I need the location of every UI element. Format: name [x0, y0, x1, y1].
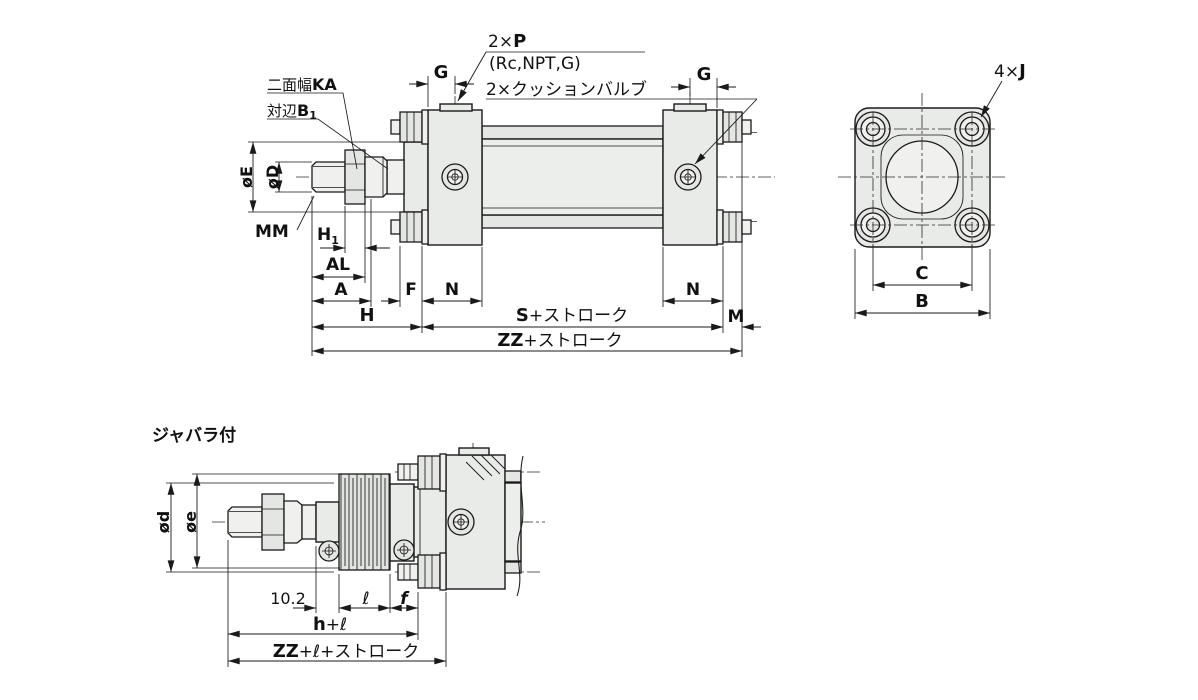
bellows-port-boss — [458, 447, 490, 456]
leader-port-arrow — [457, 51, 487, 102]
tie-rod-nut-left-bottom — [399, 211, 423, 243]
bellows-small-collar — [315, 501, 340, 543]
tie-rod-stud-left-bottom — [390, 219, 401, 235]
dim-al-label: AL — [326, 255, 350, 275]
tie-rod-stud-right-top — [741, 119, 752, 135]
break-line — [516, 455, 524, 597]
bellows-rod-thread-lines — [229, 511, 262, 533]
callout-cushion-label: 2×クッションバルブ — [486, 79, 647, 100]
bellows-cushion-valve — [447, 508, 475, 536]
bellows-nut-top — [417, 455, 441, 490]
section-hatching — [465, 454, 506, 481]
tie-rod-nut-right-top — [722, 111, 743, 143]
dim-dia-d-label: øD — [263, 165, 282, 189]
nut-facet-lines-left — [406, 112, 415, 242]
dim-hl-label: h+ℓ — [313, 614, 347, 635]
leader-mm — [296, 195, 315, 231]
bellows-extension-lines — [166, 473, 447, 667]
tie-rod-stud-right-bottom — [741, 219, 752, 235]
callout-port-threads: (Rc,NPT,G) — [489, 54, 581, 74]
rod-thread-lines — [313, 166, 345, 188]
leader-cushion-arrow — [694, 98, 758, 165]
leader-across-b1 — [267, 118, 389, 170]
rod-flats — [364, 156, 388, 198]
dim-dia-e-bellows-label: øe — [181, 511, 200, 533]
dim-h-label: H — [359, 305, 374, 326]
dim-l-label: ℓ — [361, 589, 369, 609]
side-view: 二面幅KA 対辺B1 2×P (Rc,NPT,G) 2×クッションバルブ G G… — [237, 31, 775, 357]
dim-g-right-label: G — [697, 64, 712, 85]
dim-h1-label: H1 — [317, 225, 339, 247]
dim-dia-d-bellows-label: ød — [154, 511, 173, 533]
bellows-rod-flats — [283, 500, 303, 544]
bellows-stud-top — [397, 463, 419, 481]
washer-right-top — [716, 109, 724, 145]
bellows-washer-top — [439, 453, 447, 492]
bellows-nut-bottom — [417, 554, 441, 589]
dim-offset-label: 10.2 — [270, 589, 306, 608]
dim-g-left-label: G — [434, 62, 449, 83]
end-view-extension-lines — [854, 244, 991, 319]
dim-mm-label: MM — [255, 222, 289, 242]
dim-c-label: C — [915, 263, 928, 284]
dim-s-label: S+ストローク — [516, 305, 628, 326]
bellows-view: ジャバラ付 — [152, 425, 545, 667]
cushion-valve-right — [674, 163, 702, 191]
callout-port-label: 2×P — [488, 31, 526, 52]
washer-left-top — [421, 109, 429, 145]
piston-rod — [386, 159, 405, 195]
bellows-clamp-screw-left — [318, 540, 340, 562]
end-view: 4×J C B — [838, 61, 1026, 319]
bellows-tie-rod-top — [504, 470, 522, 483]
head-cover-port-boss — [673, 103, 707, 112]
bellows-rod-nut-facets — [262, 508, 284, 536]
bellows-rod-nut — [261, 493, 285, 551]
nut-facet-lines-right — [728, 112, 737, 242]
callout-across-label: 対辺B1 — [267, 101, 317, 122]
dim-f-label: F — [405, 280, 417, 300]
dim-f-bellows-label: f — [400, 589, 410, 609]
bellows-mount-ring — [413, 486, 447, 558]
washer-right-bottom — [716, 209, 724, 245]
tie-rod-nut-left-top — [399, 111, 423, 143]
callout-flats-label: 二面幅KA — [267, 75, 337, 94]
dim-b-label: B — [915, 291, 929, 312]
tie-rod-bottom — [481, 214, 664, 229]
bellows-piston-rod — [301, 504, 317, 540]
bellows-title: ジャバラ付 — [152, 425, 236, 446]
dim-n-right-label: N — [686, 280, 700, 300]
rod-cover-port-boss — [439, 103, 473, 112]
dim-m-label: M — [728, 307, 745, 327]
end-view-centerlines — [838, 93, 1006, 263]
bellows-tube-stub — [504, 482, 522, 562]
dim-zz-label: ZZ+ストローク — [497, 330, 622, 351]
rod-nut-facets — [345, 163, 365, 191]
bellows-body — [338, 473, 391, 571]
callout-bolts-label: 4×J — [994, 61, 1026, 82]
bellows-washer-bottom — [439, 552, 447, 591]
tie-rod-top — [481, 125, 664, 140]
dim-n-left-label: N — [445, 280, 459, 300]
cylinder-tube — [481, 138, 664, 216]
bellows-stud-threads — [403, 464, 411, 580]
bellows-pleats — [340, 474, 390, 570]
dim-a-label: A — [334, 280, 348, 300]
tie-rod-stud-left-top — [390, 119, 401, 135]
leader-bolts-arrow — [980, 80, 1003, 118]
bellows-clamp-screw-right — [393, 539, 415, 561]
cushion-valve-left — [441, 163, 469, 191]
dim-zz-bellows-label: ZZ+ℓ+ストローク — [273, 641, 420, 662]
rod-cover-boss — [403, 141, 429, 213]
bellows-nut-facets — [424, 456, 433, 588]
bellows-stud-bottom — [397, 563, 419, 581]
tie-rod-nut-right-bottom — [722, 211, 743, 243]
dim-dia-e-label: øE — [237, 166, 256, 188]
washer-left-bottom — [421, 209, 429, 245]
tube-inner-lines — [482, 145, 663, 209]
bellows-tie-rod-bottom — [504, 561, 522, 574]
